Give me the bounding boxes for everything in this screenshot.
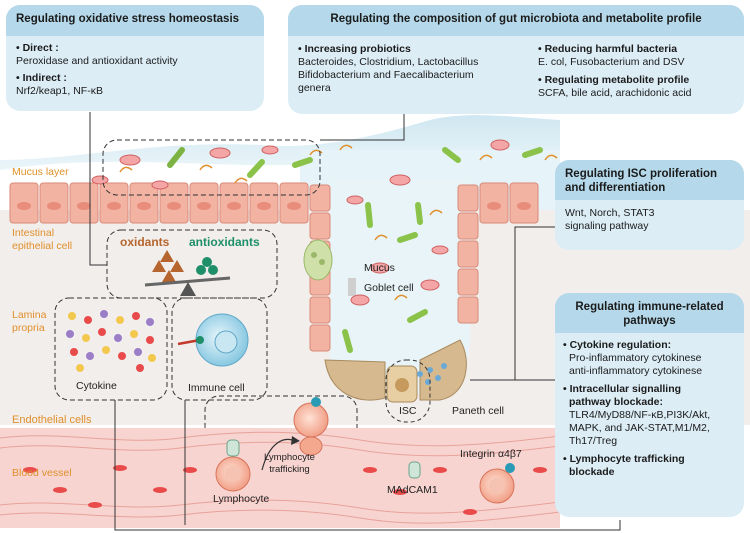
probiotics-label: • Increasing probiotics: [298, 43, 411, 55]
signal-line-1: TLR4/MyD88/NF-κB,PI3K/Akt,: [569, 409, 711, 421]
immune-group-outline: [171, 297, 268, 401]
isc-body-1: Wnt, Norch, STAT3: [565, 207, 655, 219]
microbiota-box: Regulating the composition of gut microb…: [288, 5, 744, 114]
label-mucus-layer: Mucus layer: [12, 166, 69, 178]
cytokine-group-outline: [54, 297, 168, 401]
metabolite-text: SCFA, bile acid, arachidonic acid: [538, 87, 692, 99]
connector-lines: [89, 112, 621, 531]
label-immune-cell: Immune cell: [188, 382, 245, 394]
immune-box-title-1: Regulating immune-related: [575, 301, 724, 313]
immune-box: Regulating immune-related pathways • Cyt…: [555, 293, 744, 517]
oxidative-box-title: Regulating oxidative stress homeostasis: [6, 5, 264, 36]
red-blood-cells: [23, 465, 547, 515]
probiotics-line-2: Bifidobacterium and Faecalibacterium: [298, 69, 474, 81]
indirect-text: Nrf2/keap1, NF-κB: [16, 85, 103, 97]
isc-box-title-2: and differentiation: [565, 182, 666, 194]
oxidative-stress-box: Regulating oxidative stress homeostasis …: [6, 5, 264, 111]
probiotics-line-3: genera: [298, 82, 331, 94]
traffic-label-2: blockade: [569, 466, 615, 478]
label-lamina-2: propria: [12, 322, 45, 334]
label-goblet-cell: Goblet cell: [364, 282, 414, 294]
cytokine-line-1: Pro-inflammatory cytokinese: [569, 352, 702, 364]
oxidant-group-outline: [106, 229, 278, 299]
label-trafficking-2: trafficking: [269, 464, 310, 475]
label-endothelial: Endothelial cells: [12, 414, 92, 426]
label-antioxidants: antioxidants: [189, 235, 260, 249]
orange-microbes: [119, 144, 558, 301]
label-madcam1: MAdCAM1: [387, 484, 438, 496]
harmful-label: • Reducing harmful bacteria: [538, 43, 678, 55]
isc-box: Regulating ISC proliferation and differe…: [555, 160, 744, 250]
cytokine-dots: [66, 310, 156, 372]
label-lamina: Lamina propria: [12, 309, 46, 335]
cytokine-regulation-label: • Cytokine regulation:: [563, 339, 672, 351]
label-trafficking-1: Lymphocyte: [264, 452, 315, 463]
immune-box-title-2: pathways: [623, 315, 676, 327]
signal-line-2: MAPK, and JAK-STAT,M1/M2,: [569, 422, 710, 434]
oxidant-scale: [144, 250, 231, 296]
label-integrin: Integrin α4β7: [460, 448, 522, 460]
signal-line-3: Th17/Treg: [569, 435, 618, 447]
signal-label-1: • Intracellular signalling: [563, 383, 682, 395]
label-epithelial-2: epithelial cell: [12, 240, 73, 252]
lymphocyte-drawings: [215, 397, 515, 504]
label-mucus: Mucus: [364, 262, 395, 274]
microbiota-box-title: Regulating the composition of gut microb…: [288, 5, 744, 36]
harmful-text: E. col, Fusobacterium and DSV: [538, 56, 685, 68]
crypt-base-cells: [324, 339, 467, 403]
label-epithelial: Intestinal epithelial cell: [12, 227, 72, 253]
isc-body-2: signaling pathway: [565, 220, 649, 232]
label-blood-vessel: Blood vessel: [12, 467, 72, 479]
bacteria-group-outline: [102, 139, 321, 196]
label-lymphocyte: Lymphocyte: [213, 493, 270, 505]
traffic-label-1: • Lymphocyte trafficking: [563, 453, 685, 465]
immune-cell-drawing: [177, 313, 249, 367]
metabolite-label: • Regulating metabolite profile: [538, 74, 690, 86]
label-isc: ISC: [399, 405, 417, 417]
label-cytokine: Cytokine: [76, 380, 117, 392]
pathogens: [91, 139, 510, 306]
isc-box-title-1: Regulating ISC proliferation: [565, 168, 718, 180]
signal-label-2: pathway blockade:: [569, 396, 663, 408]
label-lymphocyte-trafficking: Lymphocyte trafficking: [264, 452, 315, 476]
direct-label: • Direct :: [16, 42, 59, 54]
label-paneth-cell: Paneth cell: [452, 405, 504, 417]
cytokine-line-2: anti-inflammatory cytokinese: [569, 365, 703, 377]
label-epithelial-1: Intestinal: [12, 227, 55, 239]
label-lamina-1: Lamina: [12, 309, 47, 321]
bacteria: [167, 147, 543, 353]
probiotics-line-1: Bacteroides, Clostridium, Lactobacillus: [298, 56, 479, 68]
goblet-cell: [303, 239, 356, 296]
direct-text: Peroxidase and antioxidant activity: [16, 55, 178, 67]
label-oxidants: oxidants: [120, 235, 170, 249]
indirect-label: • Indirect :: [16, 72, 67, 84]
